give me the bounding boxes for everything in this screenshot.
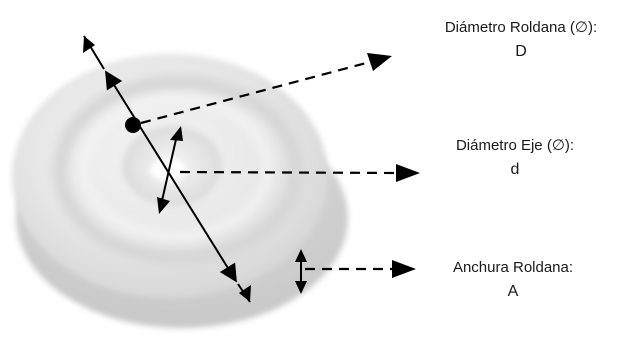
roller-diameter-symbol: D bbox=[408, 40, 634, 64]
axle-diameter-leader-tip bbox=[396, 164, 420, 182]
axle-diameter-title: Diámetro Eje (∅): bbox=[420, 134, 610, 158]
roller-diameter-label: Diámetro Roldana (∅): D bbox=[408, 16, 634, 64]
roller-width-leader-tip bbox=[392, 260, 416, 278]
axle-diameter-label: Diámetro Eje (∅): d bbox=[420, 134, 610, 182]
roller-diameter-leader-tip bbox=[367, 53, 392, 71]
roller-diameter-title: Diámetro Roldana (∅): bbox=[408, 16, 634, 40]
axle-diameter-symbol: d bbox=[420, 158, 610, 182]
roller-width-symbol: A bbox=[428, 280, 598, 304]
roller-width-title: Anchura Roldana: bbox=[428, 256, 598, 280]
reference-dot bbox=[125, 117, 141, 133]
roller-width-label: Anchura Roldana: A bbox=[428, 256, 598, 304]
